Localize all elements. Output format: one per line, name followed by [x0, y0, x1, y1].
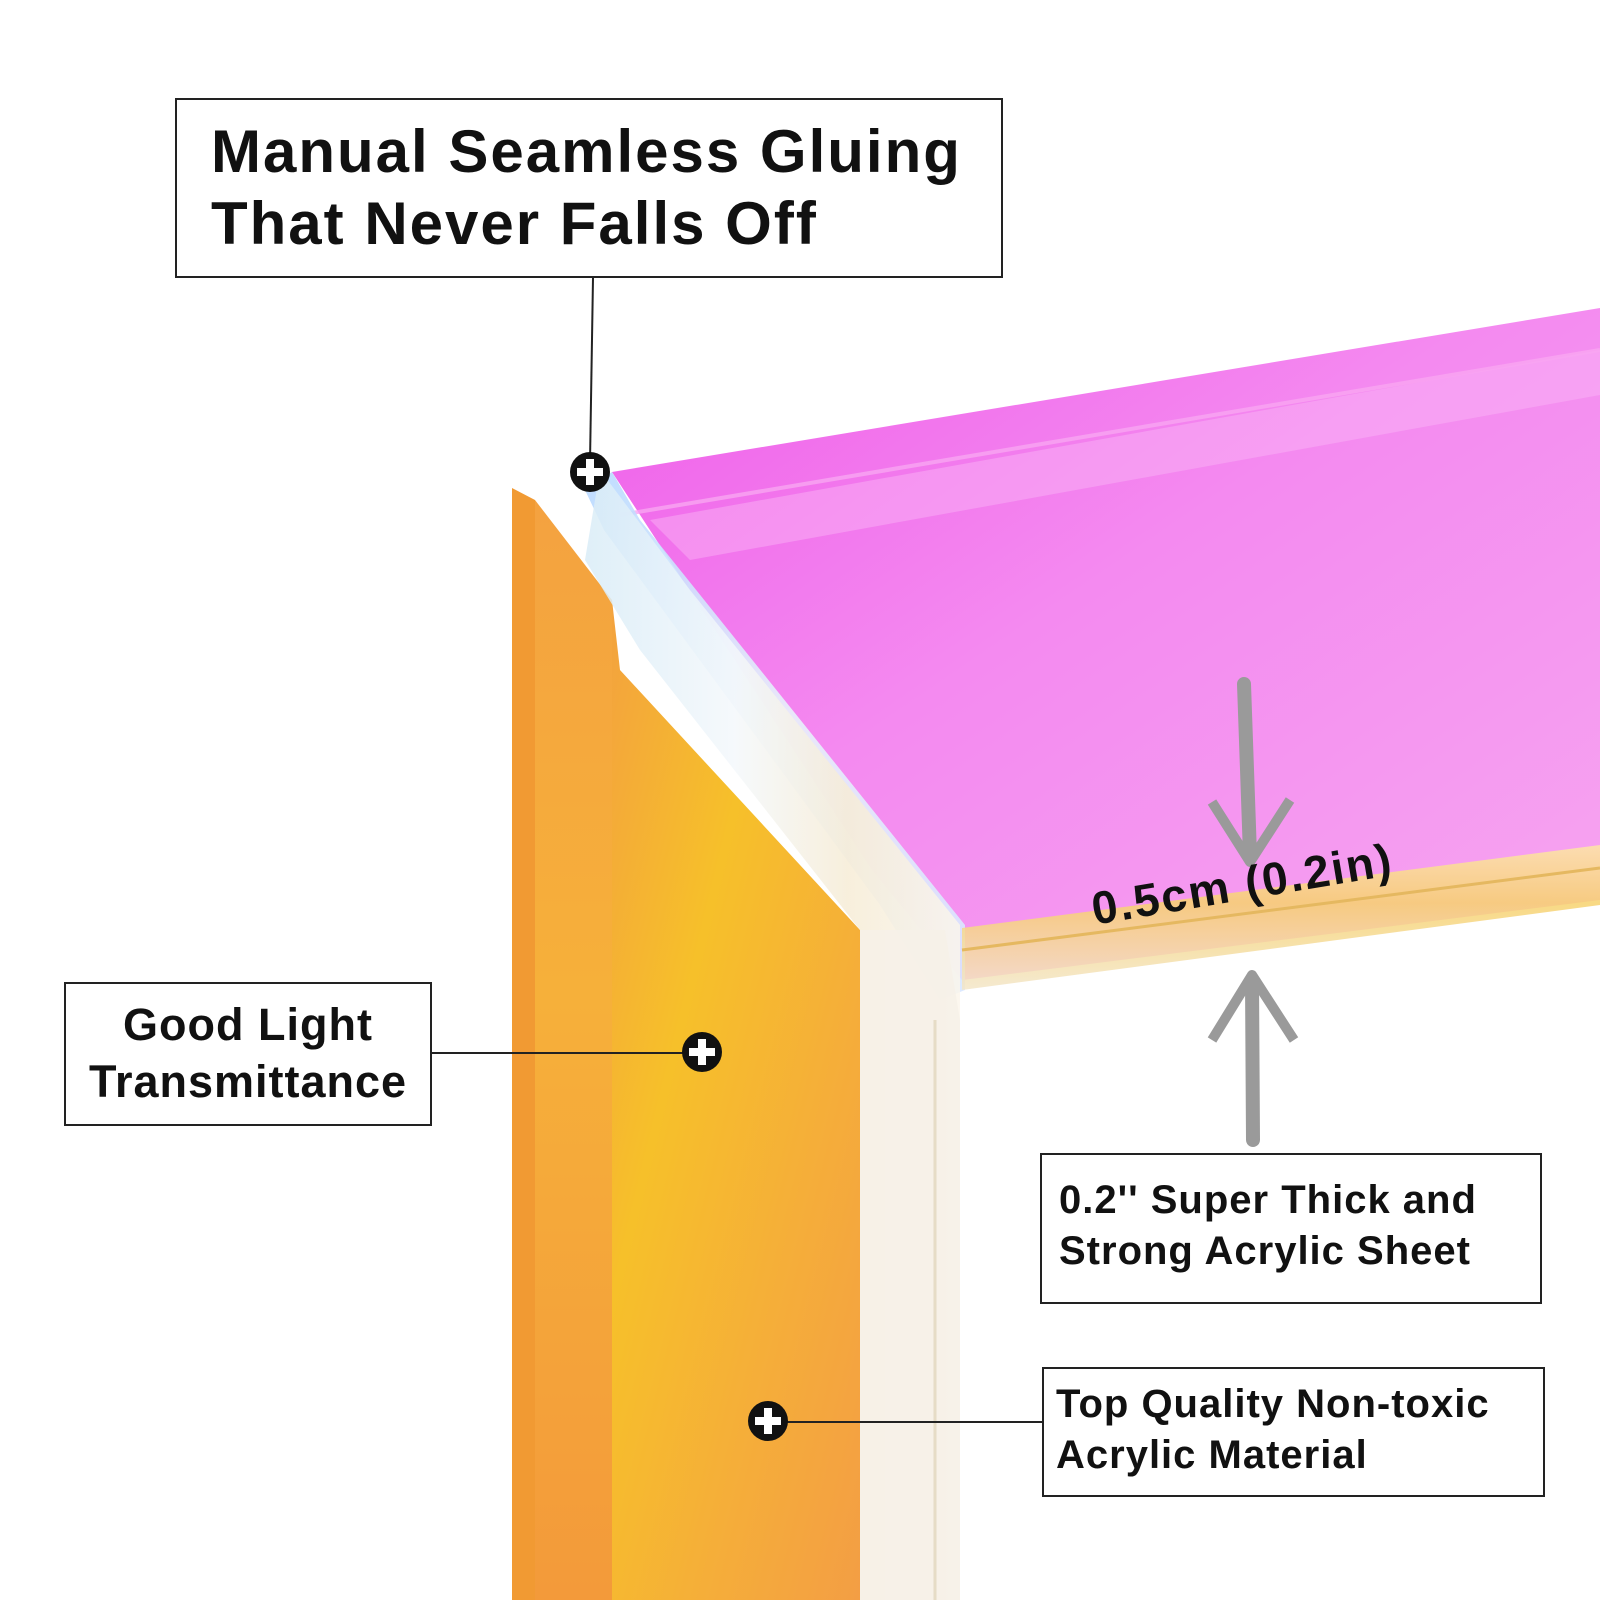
leader-line-gluing — [589, 277, 594, 463]
top-panel-highlight — [650, 350, 1600, 560]
callout-thick-sheet: 0.2'' Super Thick and Strong Acrylic She… — [1040, 1153, 1542, 1304]
down-arrow-icon — [1207, 677, 1295, 867]
callout-seamless-gluing-line1: Manual Seamless Gluing — [211, 118, 962, 185]
plus-marker-icon[interactable] — [748, 1401, 788, 1441]
callout-seamless-gluing-line2: That Never Falls Off — [211, 190, 818, 257]
callout-material: Top Quality Non-toxic Acrylic Material — [1042, 1367, 1545, 1497]
callout-light-transmittance: Good Light Transmittance — [64, 982, 432, 1126]
callout-seamless-gluing: Manual Seamless Gluing That Never Falls … — [175, 98, 1003, 278]
front-acrylic-panel — [535, 500, 612, 1600]
plus-marker-icon[interactable] — [682, 1032, 722, 1072]
callout-material-line2: Acrylic Material — [1056, 1433, 1368, 1477]
callout-thick-sheet-line2: Strong Acrylic Sheet — [1059, 1229, 1471, 1273]
sheet-thickness-edge — [962, 845, 1600, 990]
callout-material-line1: Top Quality Non-toxic — [1056, 1382, 1490, 1426]
side-acrylic-panel — [612, 600, 860, 1600]
callout-thick-sheet-line1: 0.2'' Super Thick and — [1059, 1178, 1477, 1222]
vertical-clear-strip — [860, 930, 960, 1600]
callout-light-transmittance-line2: Transmittance — [88, 1056, 408, 1107]
top-panel-groove — [619, 348, 1600, 517]
callout-light-transmittance-line1: Good Light — [123, 999, 373, 1050]
plus-marker-icon[interactable] — [570, 452, 610, 492]
left-front-acrylic-panel — [512, 488, 535, 1600]
up-arrow-icon — [1207, 970, 1299, 1147]
sheet-edge-line — [961, 866, 1600, 952]
